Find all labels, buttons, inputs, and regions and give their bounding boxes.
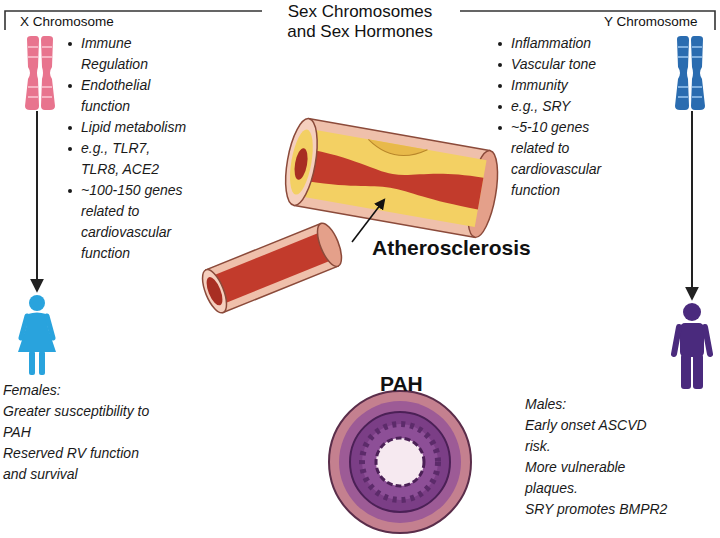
person-dress (18, 313, 56, 353)
finding-text: More vulnerable plaques. (525, 457, 675, 499)
chromosome-band (678, 56, 688, 58)
artery-end (280, 116, 323, 208)
pah-lumen (376, 438, 424, 486)
node-text-box: Y Chromosome (604, 13, 714, 31)
bullet-item: Immunity (495, 75, 655, 96)
person-torso (680, 323, 704, 357)
connector-arrow (691, 111, 693, 298)
node-text-box: Males:Early onset ASCVD risk.More vulner… (525, 394, 675, 520)
person-icon (667, 302, 717, 390)
chromosome-band (42, 46, 52, 48)
finding-text: SRY promotes BMPR2 (525, 499, 675, 520)
vessel-end (313, 220, 347, 269)
chromosome-band (28, 86, 38, 88)
bullet-item: ~5-10 genes related to cardiovascular fu… (495, 117, 610, 201)
pah-thickening (362, 424, 438, 500)
person-leg (39, 351, 45, 375)
chromosome-band (678, 46, 688, 48)
chromosome-band (42, 86, 52, 88)
chromatid (691, 36, 705, 110)
bullet-item: ~100-150 genes related to cardiovascular… (65, 180, 189, 264)
plaque-layer (295, 129, 486, 228)
person-arms (21, 316, 53, 338)
chromatid (675, 36, 689, 110)
chromosome-band (692, 86, 702, 88)
chromosome-band (28, 46, 38, 48)
chromosome-band (28, 56, 38, 58)
person-leg (681, 354, 691, 389)
vessel-lumen (209, 231, 335, 305)
person-leg (693, 354, 703, 389)
chromosome-band (42, 56, 52, 58)
diagram-title: Sex Chromosomes and Sex Hormones (272, 2, 448, 42)
bracket-line (5, 11, 262, 30)
chromosome-band (692, 46, 702, 48)
node-text-box: Females:Greater susceptibility to PAHRes… (3, 380, 158, 485)
finding-text: Early onset ASCVD risk. (525, 415, 675, 457)
chromosome-band (678, 86, 688, 88)
chromatid (25, 36, 39, 110)
plaque-section (286, 128, 317, 196)
artery-wall (294, 119, 490, 238)
finding-text: Reserved RV function and survival (3, 443, 158, 485)
pah-media (339, 401, 461, 523)
person-arms (674, 327, 710, 354)
pointer-arrow (352, 200, 384, 242)
person-head (683, 303, 701, 321)
bullet-item: Immune Regulation (65, 33, 170, 75)
chromosome-icon (672, 35, 708, 111)
chromosome-band (42, 96, 52, 98)
artery-lumen (298, 146, 483, 211)
vessel-lumen (203, 275, 225, 307)
chromosome-band (28, 96, 38, 98)
pah-intima (350, 412, 450, 512)
group-heading: Females: (3, 380, 158, 401)
lumen-section (292, 147, 309, 181)
bracket-line (460, 11, 715, 30)
condition-label: Atherosclerosis (372, 236, 531, 260)
node-text-box: X Chromosome (20, 13, 124, 31)
bullet-item: e.g., SRY (495, 96, 655, 117)
chromosome-icon (22, 35, 58, 111)
person-node: Females:Greater susceptibility to PAHRes… (0, 290, 180, 490)
connector-arrow (36, 111, 38, 290)
bullet-item: Inflammation (495, 33, 655, 54)
pah-outer-wall (329, 391, 471, 533)
chromosome-band (692, 96, 702, 98)
bullet-item: Vascular tone (495, 54, 655, 75)
person-icon (13, 294, 61, 376)
finding-text: Greater susceptibility to PAH (3, 401, 158, 443)
plaque-bulge (367, 139, 428, 160)
condition-label: PAH (380, 372, 423, 396)
chromatid (41, 36, 55, 110)
person-head (29, 295, 45, 311)
chromosome-band (692, 56, 702, 58)
group-heading: Males: (525, 394, 675, 415)
person-node: Males:Early onset ASCVD risk.More vulner… (518, 298, 718, 503)
chromosome-band (678, 96, 688, 98)
bullet-item: e.g., TLR7, TLR8, ACE2 (65, 138, 170, 180)
vessel-end (198, 267, 232, 316)
person-leg (29, 351, 35, 375)
chromosome-heading: X Chromosome (20, 13, 124, 31)
chromosome-node: Y Chromosome (596, 13, 716, 111)
bullet-item: Endothelial function (65, 75, 170, 117)
bullet-item: Lipid metabolism (65, 117, 215, 138)
chromosome-heading: Y Chromosome (604, 13, 714, 31)
